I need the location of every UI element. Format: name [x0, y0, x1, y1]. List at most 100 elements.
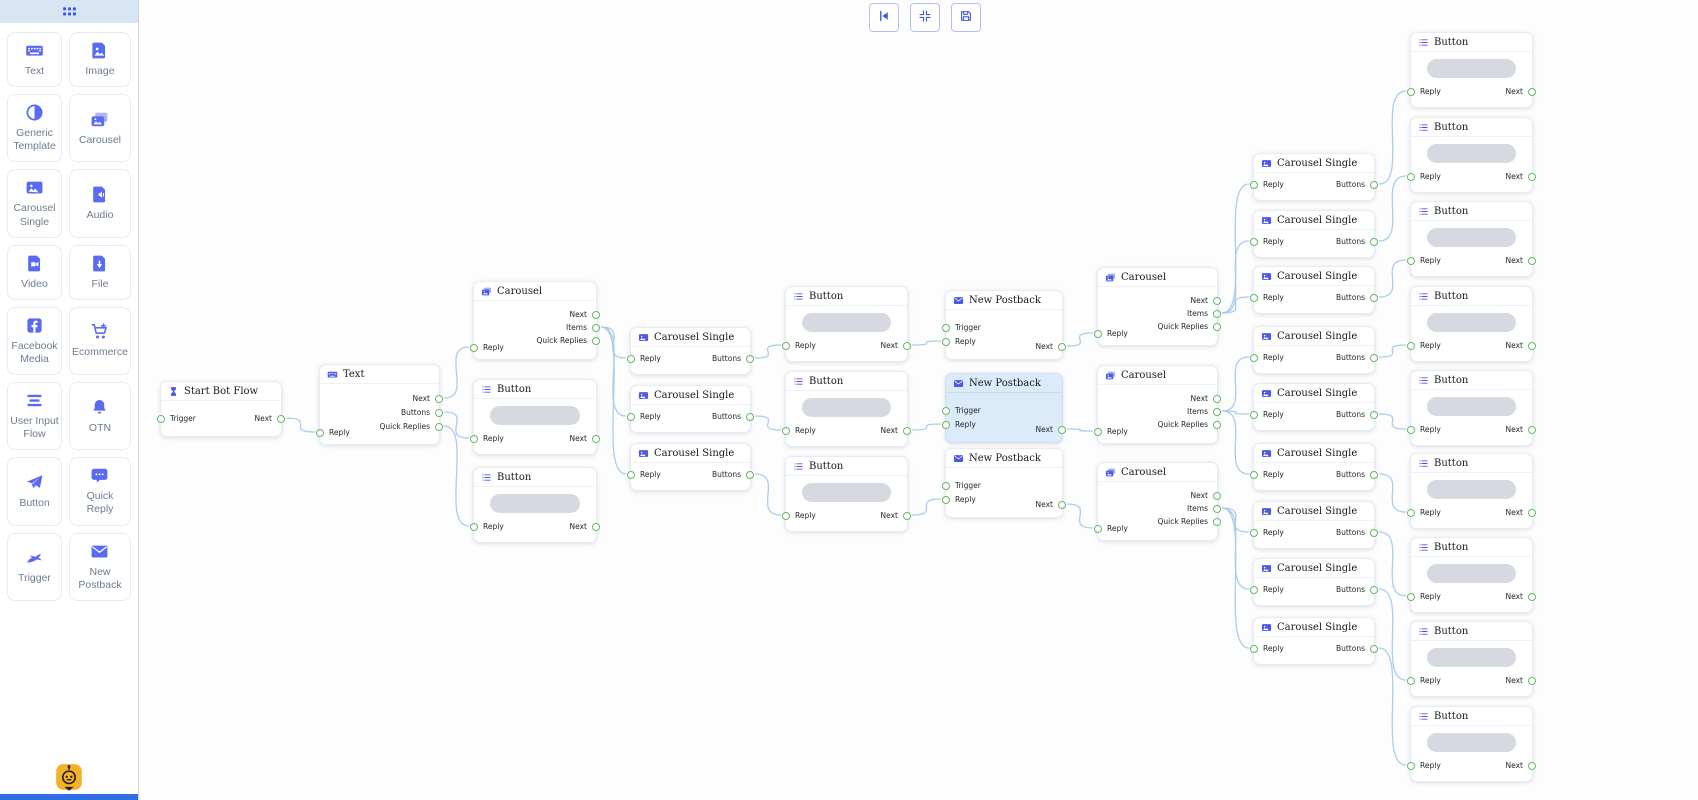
sidebar-item-trigger[interactable]: Trigger [7, 532, 62, 601]
port-reply[interactable] [627, 355, 635, 363]
port-reply[interactable] [1407, 677, 1415, 685]
port-trigger[interactable] [157, 415, 165, 423]
port-reply[interactable] [1250, 411, 1258, 419]
port-reply[interactable] [942, 421, 950, 429]
port-next[interactable] [1213, 492, 1221, 500]
port-items[interactable] [592, 324, 600, 332]
port-buttons[interactable] [746, 355, 754, 363]
port-reply[interactable] [470, 435, 478, 443]
apps-grid-button[interactable] [60, 3, 78, 21]
sidebar-item-video[interactable]: Video [7, 244, 62, 300]
port-trigger[interactable] [942, 407, 950, 415]
port-quick-replies[interactable] [592, 337, 600, 345]
port-reply[interactable] [942, 338, 950, 346]
port-reply[interactable] [1094, 330, 1102, 338]
sidebar-item-ecommerce[interactable]: Ecommerce [68, 306, 131, 375]
port-trigger[interactable] [942, 324, 950, 332]
port-buttons[interactable] [1370, 354, 1378, 362]
port-next[interactable] [1058, 426, 1066, 434]
port-quick-replies[interactable] [1213, 323, 1221, 331]
bot-mascot-icon[interactable] [55, 762, 83, 792]
port-reply[interactable] [1250, 645, 1258, 653]
sidebar-item-new-postback[interactable]: New Postback [68, 532, 131, 601]
fit-view-button[interactable] [910, 3, 940, 32]
sidebar-item-button[interactable]: Button [7, 457, 62, 526]
port-next[interactable] [1528, 257, 1536, 265]
sidebar-item-text[interactable]: Text [7, 32, 62, 88]
skip-to-start-button[interactable] [869, 3, 899, 32]
port-reply[interactable] [1407, 88, 1415, 96]
sidebar-item-audio[interactable]: Audio [68, 169, 131, 238]
port-buttons[interactable] [1370, 238, 1378, 246]
port-next[interactable] [903, 342, 911, 350]
port-reply[interactable] [1250, 529, 1258, 537]
port-reply[interactable] [1094, 525, 1102, 533]
port-next[interactable] [592, 523, 600, 531]
port-reply[interactable] [782, 342, 790, 350]
port-next[interactable] [592, 435, 600, 443]
sidebar-item-facebook-media[interactable]: Facebook Media [7, 306, 62, 375]
port-buttons[interactable] [1370, 586, 1378, 594]
port-reply[interactable] [942, 496, 950, 504]
port-next[interactable] [1058, 501, 1066, 509]
port-reply[interactable] [1407, 509, 1415, 517]
port-reply[interactable] [782, 427, 790, 435]
port-next[interactable] [1528, 88, 1536, 96]
port-next[interactable] [1528, 509, 1536, 517]
port-next[interactable] [1058, 343, 1066, 351]
port-next[interactable] [1213, 297, 1221, 305]
port-reply[interactable] [1250, 294, 1258, 302]
port-next[interactable] [1528, 762, 1536, 770]
port-buttons[interactable] [435, 409, 443, 417]
port-items[interactable] [1213, 505, 1221, 513]
port-next[interactable] [903, 512, 911, 520]
port-quick-replies[interactable] [1213, 421, 1221, 429]
port-reply[interactable] [1407, 257, 1415, 265]
sidebar-item-image[interactable]: Image [68, 32, 131, 88]
port-buttons[interactable] [1370, 529, 1378, 537]
port-reply[interactable] [1250, 181, 1258, 189]
port-reply[interactable] [627, 471, 635, 479]
port-buttons[interactable] [1370, 294, 1378, 302]
sidebar-item-carousel-single[interactable]: Carousel Single [7, 169, 62, 238]
port-reply[interactable] [627, 413, 635, 421]
port-next[interactable] [592, 311, 600, 319]
port-next[interactable] [1213, 395, 1221, 403]
port-buttons[interactable] [1370, 181, 1378, 189]
port-items[interactable] [1213, 408, 1221, 416]
port-buttons[interactable] [746, 471, 754, 479]
port-reply[interactable] [782, 512, 790, 520]
port-reply[interactable] [1407, 173, 1415, 181]
port-next[interactable] [435, 395, 443, 403]
port-quick-replies[interactable] [1213, 518, 1221, 526]
port-buttons[interactable] [1370, 645, 1378, 653]
port-buttons[interactable] [746, 413, 754, 421]
port-reply[interactable] [1094, 428, 1102, 436]
sidebar-item-generic-template[interactable]: Generic Template [7, 94, 62, 163]
port-next[interactable] [903, 427, 911, 435]
port-reply[interactable] [1407, 342, 1415, 350]
port-next[interactable] [1528, 677, 1536, 685]
port-items[interactable] [1213, 310, 1221, 318]
